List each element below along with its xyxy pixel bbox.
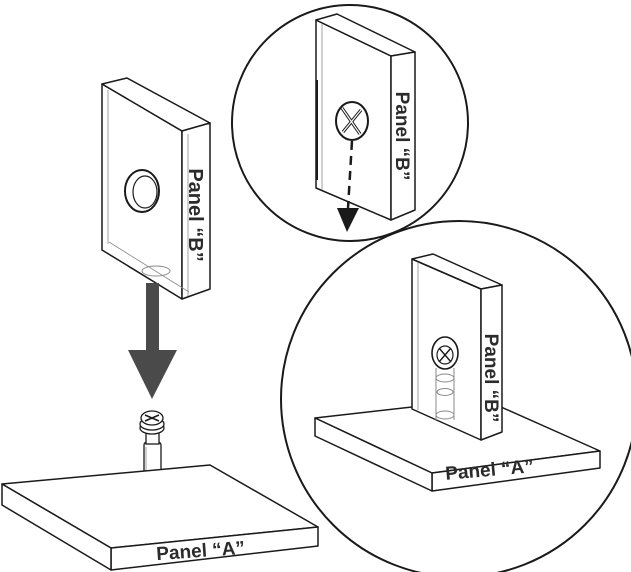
- left-assembly: Panel “B” Panel “A”: [1, 77, 319, 571]
- panel-b-label-detail-bottom: Panel “B”: [480, 334, 501, 423]
- cam-assembled-icon: [431, 336, 459, 420]
- detail-circle-bottom: Panel “B” Panel “A”: [280, 220, 631, 572]
- panel-b-upright-detail-bottom: [411, 253, 503, 441]
- down-arrow-icon: [128, 283, 177, 399]
- dowel-hole-icon: [141, 265, 171, 277]
- detail-circle-top: Panel “B”: [231, 4, 469, 242]
- panel-b-upright-left: [101, 77, 211, 300]
- panel-a-flat-left: [1, 464, 319, 571]
- panel-b-label-detail-top: Panel “B”: [391, 92, 412, 181]
- panel-a-flat-detail: [314, 398, 601, 492]
- panel-b-label-left: Panel “B”: [184, 168, 206, 261]
- cam-hole-icon: [124, 169, 160, 213]
- cam-fitting-icon: [335, 101, 369, 141]
- dashed-arrow-icon: [337, 140, 359, 232]
